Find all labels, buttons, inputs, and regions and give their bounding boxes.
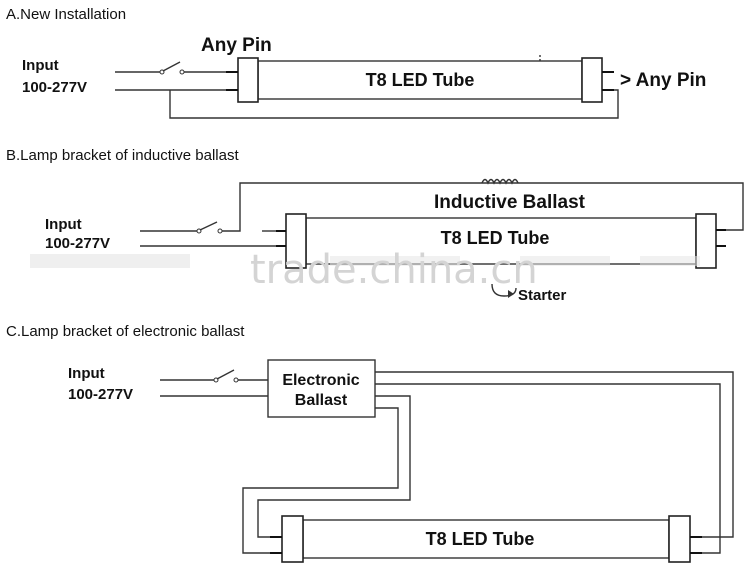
section-b-left-end-cap — [276, 213, 307, 269]
electronic-ballast-box — [267, 359, 376, 418]
section-a-right-end-cap — [581, 57, 614, 103]
section-c-switch-icon — [213, 369, 239, 383]
section-a-tube-label: T8 LED Tube — [366, 70, 475, 90]
section-a-right-pin-label: > Any Pin — [620, 70, 706, 91]
section-c-right-end-cap — [668, 515, 702, 563]
section-c-voltage-label: 100-277V — [68, 386, 133, 403]
section-c-electronic-ballast: C.Lamp bracket of electronic ballast Inp… — [6, 323, 734, 563]
section-b-tube-label: T8 LED Tube — [441, 228, 550, 248]
ballast-label-line1: Electronic — [282, 372, 359, 389]
section-b-right-end-cap — [695, 213, 726, 269]
section-b-ballast-label: Inductive Ballast — [434, 192, 586, 213]
section-c-input-label: Input — [68, 365, 105, 382]
ballast-label-line2: Ballast — [295, 392, 348, 409]
section-b-input-label: Input — [45, 216, 82, 233]
section-a-voltage-label: 100-277V — [22, 79, 87, 96]
ballast-output-wire-4 — [242, 407, 399, 554]
section-a-switch-icon — [159, 61, 185, 75]
section-b-starter-label: Starter — [518, 287, 567, 304]
section-a-input-label: Input — [22, 57, 59, 74]
section-c-title: C.Lamp bracket of electronic ballast — [6, 323, 245, 340]
ballast-output-wire-3 — [257, 395, 411, 538]
inductor-coil-icon — [481, 178, 519, 185]
section-b-switch-icon — [196, 221, 223, 234]
section-b-inductive-ballast: B.Lamp bracket of inductive ballast Inpu… — [6, 147, 744, 304]
ballast-output-wire-2 — [375, 383, 721, 554]
watermark-band — [30, 254, 700, 268]
section-a-tube-body — [257, 60, 583, 100]
section-a-new-installation: A.New Installation Input 100-277V Any Pi… — [6, 6, 706, 119]
section-b-title: B.Lamp bracket of inductive ballast — [6, 147, 239, 164]
section-b-ballast-loop-wire — [222, 182, 744, 232]
starter-icon — [491, 283, 517, 298]
section-a-title: A.New Installation — [6, 6, 126, 23]
watermark-text: trade.china.cn — [250, 247, 538, 293]
section-b-voltage-label: 100-277V — [45, 235, 110, 252]
section-a-left-pin-label: Any Pin — [201, 35, 272, 56]
section-c-tube-label: T8 LED Tube — [426, 529, 535, 549]
ballast-output-wire-1 — [375, 371, 734, 538]
section-c-left-end-cap — [270, 515, 304, 563]
section-a-left-end-cap — [226, 57, 259, 103]
